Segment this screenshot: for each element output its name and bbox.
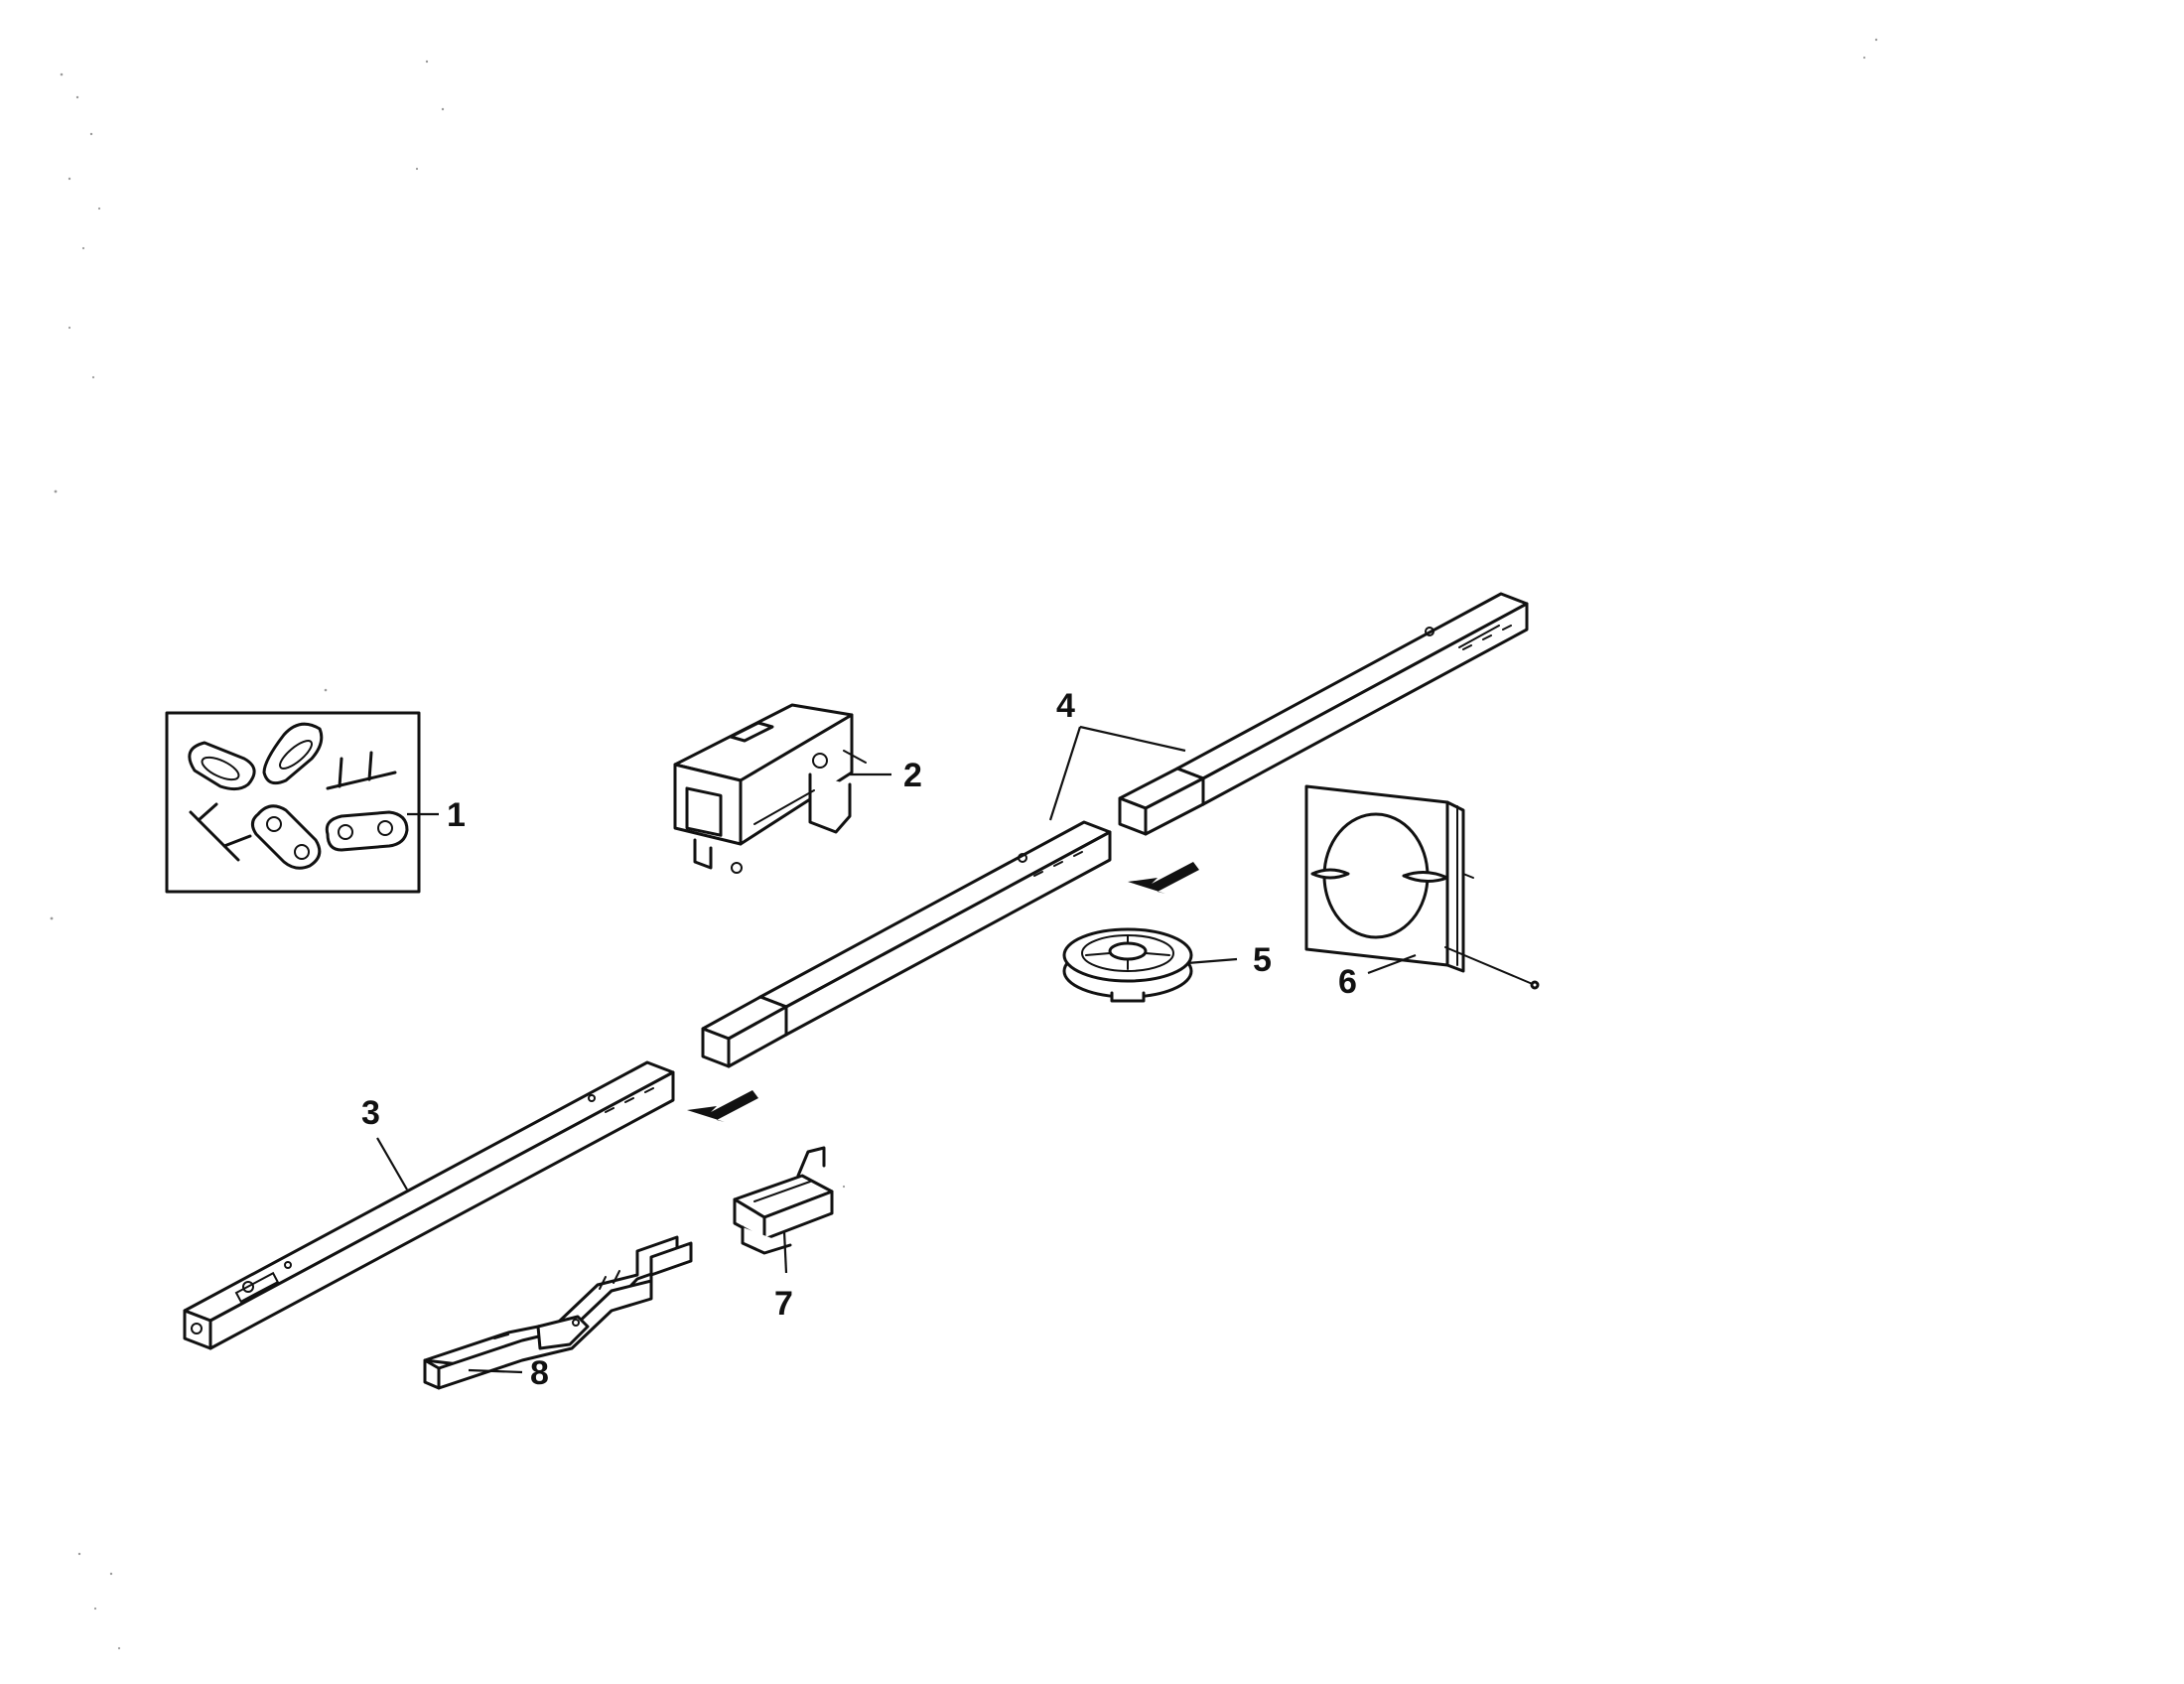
front-bracket — [423, 1235, 693, 1390]
front-rail-section — [183, 1060, 675, 1350]
callout-label-7: 7 — [774, 1285, 793, 1323]
callout-6: 6 — [1338, 953, 1417, 1001]
callout-2: 2 — [850, 757, 922, 794]
sprocket-cover — [1304, 784, 1540, 990]
callout-8: 8 — [468, 1354, 549, 1392]
callout-label-2: 2 — [903, 757, 922, 794]
chain-link-icon — [188, 741, 256, 791]
direction-arrow-icon — [687, 1090, 758, 1122]
trolley-assembly — [673, 703, 867, 874]
pulley — [1062, 927, 1193, 1003]
rail-section-upper — [1118, 592, 1529, 836]
callout-4: 4 — [1048, 687, 1186, 821]
side-plate-icon — [251, 804, 322, 870]
side-plate-icon — [325, 810, 409, 852]
callout-3: 3 — [361, 1094, 408, 1191]
master-link-kit — [165, 711, 421, 894]
chain-link-icon — [262, 722, 324, 785]
callout-label-4: 4 — [1056, 687, 1075, 725]
callout-1: 1 — [407, 796, 466, 834]
callout-label-5: 5 — [1253, 941, 1272, 979]
callout-label-6: 6 — [1338, 963, 1357, 1001]
direction-arrow-icon — [1128, 862, 1199, 894]
callout-label-8: 8 — [530, 1354, 549, 1392]
link-pin-icon — [326, 751, 397, 790]
callout-7: 7 — [774, 1230, 793, 1323]
link-pin-icon — [189, 802, 252, 862]
callout-label-3: 3 — [361, 1094, 380, 1132]
callout-label-1: 1 — [447, 796, 466, 834]
scan-noise — [50, 38, 1878, 1650]
rail-section-middle — [701, 820, 1112, 1068]
callout-5: 5 — [1186, 941, 1272, 979]
rail-clip — [733, 1146, 834, 1255]
